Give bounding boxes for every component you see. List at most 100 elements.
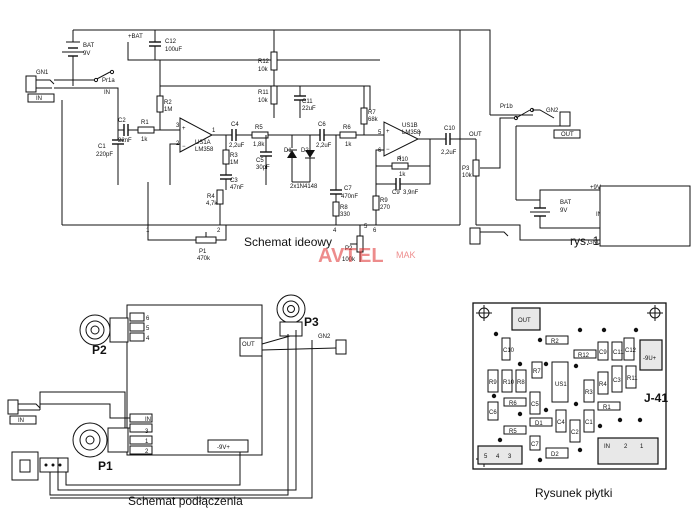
r5-value: 1,8k xyxy=(253,142,265,148)
pcb-d1 xyxy=(529,417,553,427)
r2-label: R2 xyxy=(164,100,172,106)
svg-text:C2: C2 xyxy=(571,430,579,436)
caption-figure: rys. 1 xyxy=(570,234,600,248)
r9-value: 270 xyxy=(380,205,391,211)
c1-value: 220pF xyxy=(96,152,113,158)
us1b-opamp xyxy=(383,121,420,157)
svg-text:−: − xyxy=(386,147,390,153)
svg-text:C7: C7 xyxy=(531,442,539,448)
c3-label: C3 xyxy=(230,178,238,184)
pcb-r6 xyxy=(503,397,527,407)
caption-schematic: Schemat ideowy xyxy=(244,235,332,249)
svg-text:C3: C3 xyxy=(613,378,621,384)
pcb-r5 xyxy=(503,425,527,435)
svg-text:IN: IN xyxy=(604,444,610,450)
c6-label: C6 xyxy=(318,122,326,128)
caption-connection: Schemat podłączenia xyxy=(128,494,243,508)
conn-p3-label: P3 xyxy=(304,315,319,329)
conn-in-tag xyxy=(9,415,37,425)
r7-label: R7 xyxy=(368,110,376,116)
r1-label: R1 xyxy=(141,120,149,126)
svg-text:2: 2 xyxy=(145,449,149,455)
svg-text:+: + xyxy=(182,126,186,132)
bat1-label: BAT xyxy=(83,43,95,49)
d2-label: D2 xyxy=(301,148,309,154)
svg-text:7: 7 xyxy=(418,132,422,138)
r12-value: 10k xyxy=(258,67,269,73)
pcb-c4 xyxy=(555,409,567,433)
conn-gn2-jack-icon xyxy=(335,339,347,355)
svg-text:R9: R9 xyxy=(489,380,497,386)
c9-label: C9 xyxy=(392,190,400,196)
pcb-id: J-41 xyxy=(644,391,668,405)
svg-text:1: 1 xyxy=(145,439,149,445)
pcb-solder-pads xyxy=(491,327,643,463)
r7-resistor xyxy=(360,107,368,125)
watermark-middle: EL xyxy=(358,245,384,267)
svg-text:R6: R6 xyxy=(509,401,517,407)
pr1a-label: Pr1a xyxy=(102,78,115,84)
svg-text:4: 4 xyxy=(146,336,150,342)
r5-label: R5 xyxy=(255,125,263,131)
pcb-c12 xyxy=(623,337,635,361)
svg-text:-9U+: -9U+ xyxy=(643,356,657,362)
r1-value: 1k xyxy=(141,137,148,143)
svg-text:R2: R2 xyxy=(551,339,559,345)
bat1-value: 9V xyxy=(83,51,90,57)
p1-label: P1 xyxy=(199,249,207,255)
pcb-r2 xyxy=(545,335,569,345)
pcb-r10 xyxy=(501,369,513,393)
conn-supply-tag xyxy=(207,439,249,453)
svg-text:6: 6 xyxy=(378,148,382,154)
r1-resistor xyxy=(137,126,155,134)
r8-resistor xyxy=(332,201,340,217)
svg-text:4: 4 xyxy=(333,228,337,234)
svg-text:GN2: GN2 xyxy=(318,334,331,340)
out-tag xyxy=(553,129,581,139)
pcb-r4 xyxy=(597,371,609,395)
svg-text:R5: R5 xyxy=(509,429,517,435)
in-tag xyxy=(27,93,55,103)
us1b-value: LM358 xyxy=(402,130,421,136)
svg-text:4: 4 xyxy=(398,156,402,162)
c1-label: C1 xyxy=(98,144,106,150)
c7-value: 470nF xyxy=(341,194,358,200)
svg-text:R7: R7 xyxy=(533,369,541,375)
svg-text:C11: C11 xyxy=(613,350,624,356)
pcb-r7 xyxy=(531,361,543,379)
r2-resistor xyxy=(156,95,164,113)
bat-plus-label: +BAT xyxy=(128,34,143,40)
c6-value: 2,2uF xyxy=(316,143,332,149)
watermark-right: MAK xyxy=(396,250,416,260)
svg-text:5: 5 xyxy=(364,224,368,230)
pcb-c3 xyxy=(611,365,623,393)
r7-value: 68k xyxy=(368,117,379,123)
svg-text:5: 5 xyxy=(378,130,382,136)
svg-text:R1: R1 xyxy=(603,405,611,411)
svg-text:D2: D2 xyxy=(551,452,559,458)
watermark-left: AVT xyxy=(318,245,357,267)
r3-label: R3 xyxy=(230,153,238,159)
r3-value: 1M xyxy=(230,160,238,166)
d1-label: D1 xyxy=(284,148,292,154)
out-tag-label: OUT xyxy=(561,132,574,138)
r10-label: R10 xyxy=(397,157,409,163)
r11-label: R11 xyxy=(258,90,269,96)
r4-value: 4,7k xyxy=(206,201,218,207)
pcb-connector-456 xyxy=(477,445,523,465)
svg-text:6: 6 xyxy=(373,228,377,234)
svg-text:C6: C6 xyxy=(489,410,497,416)
svg-text:R3: R3 xyxy=(585,390,593,396)
pcb-r12 xyxy=(573,349,597,359)
c11-label: C11 xyxy=(302,99,313,105)
c9-value: 3,9nF xyxy=(403,190,419,196)
r10-resistor xyxy=(391,162,409,170)
svg-text:5: 5 xyxy=(146,326,150,332)
in2-label: IN xyxy=(596,212,602,218)
pcb-r3 xyxy=(583,379,595,403)
svg-text:6: 6 xyxy=(146,316,150,322)
device-box xyxy=(599,185,691,247)
p1-potentiometer xyxy=(195,236,217,244)
c10-value: 2,2uF xyxy=(441,150,457,156)
